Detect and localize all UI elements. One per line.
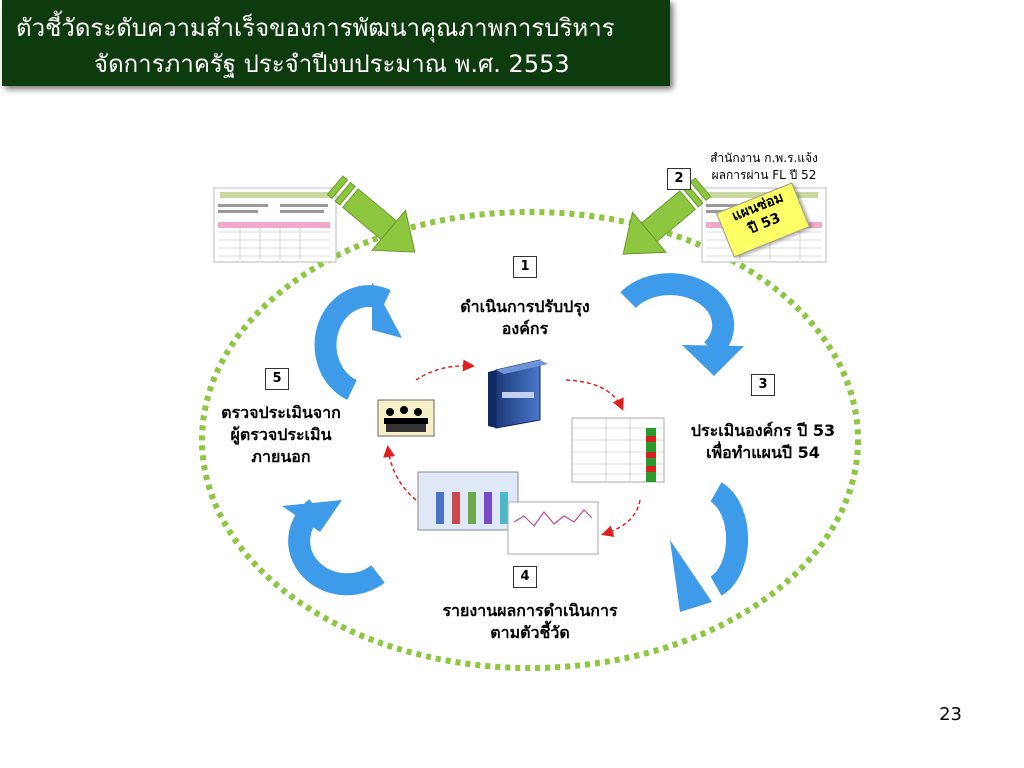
step-5-label-line-3: ภายนอก — [251, 447, 311, 466]
cycle-arrow-top-right-head — [682, 345, 744, 376]
line-chart-image — [507, 501, 599, 555]
step-2-number: 2 — [667, 168, 691, 190]
title-line-1: ตัวชี้วัดระดับความสำเร็จของการพัฒนาคุณภา… — [16, 14, 615, 42]
title-line-2: จัดการภาครัฐ ประจำปีงบประมาณ พ.ศ. 2553 — [94, 50, 570, 78]
step-1-number: 1 — [513, 256, 537, 278]
input-arrow-right — [622, 177, 712, 255]
cycle-arrow-top-right — [620, 273, 735, 358]
step-1-label: ดำเนินการปรับปรุง องค์กร — [420, 296, 630, 340]
step-3-label-line-2: เพื่อทำแผนปี 54 — [706, 443, 820, 462]
step-4-number: 4 — [513, 566, 537, 588]
process-cycle-ellipse — [199, 209, 861, 671]
bar-chart-image — [417, 471, 519, 531]
cycle-arrow-bottom-right-head — [670, 540, 712, 612]
cycle-arrow-top-left — [314, 285, 391, 400]
step-5-label-line-1: ตรวจประเมินจาก — [221, 403, 341, 422]
title-banner: ตัวชี้วัดระดับความสำเร็จของการพัฒนาคุณภา… — [2, 0, 670, 86]
cycle-arrow-top-left-head — [372, 282, 402, 338]
step-3-label: ประเมินองค์กร ปี 53 เพื่อทำแผนปี 54 — [668, 420, 858, 464]
step-2-note-line-2: ผลการผ่าน FL ปี 52 — [711, 168, 817, 182]
input-arrow-left — [326, 175, 416, 253]
page-number: 23 — [939, 704, 962, 725]
step-2-note-line-1: สำนักงาน ก.พ.ร.แจ้ง — [710, 151, 818, 165]
step-4-label-line-2: ตามตัวชี้วัด — [490, 623, 570, 642]
step-5-label-line-2: ผู้ตรวจประเมิน — [230, 425, 332, 444]
meeting-image — [377, 399, 435, 437]
step-5-label: ตรวจประเมินจาก ผู้ตรวจประเมิน ภายนอก — [196, 402, 366, 468]
step-1-label-line-2: องค์กร — [501, 319, 549, 338]
step-1-label-line-1: ดำเนินการปรับปรุง — [460, 297, 590, 316]
dashed-flow-arrows — [383, 359, 641, 538]
cycle-arrow-bottom-left-head — [282, 500, 342, 532]
form-document-left — [213, 187, 337, 263]
step-4-label-line-1: รายงานผลการดำเนินการ — [442, 601, 618, 620]
table-document-image — [571, 417, 665, 483]
step-3-label-line-1: ประเมินองค์กร ปี 53 — [690, 421, 836, 440]
cycle-arrow-bottom-left — [288, 499, 385, 596]
cycle-arrow-bottom-right — [709, 482, 749, 596]
binder-box-image — [488, 359, 548, 429]
step-3-number: 3 — [751, 374, 775, 396]
step-2-note: สำนักงาน ก.พ.ร.แจ้ง ผลการผ่าน FL ปี 52 — [694, 150, 834, 184]
step-4-label: รายงานผลการดำเนินการ ตามตัวชี้วัด — [400, 600, 660, 644]
step-5-number: 5 — [265, 368, 289, 390]
